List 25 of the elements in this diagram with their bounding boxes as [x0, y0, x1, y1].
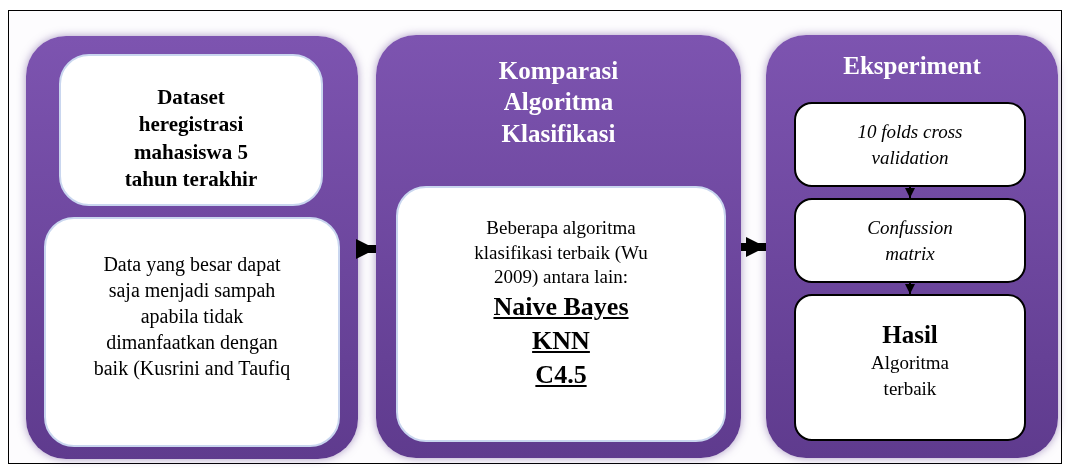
box-text: Algoritma terbaik [869, 351, 951, 401]
process-panel [26, 36, 358, 459]
box-title: Dataset heregistrasi mahasiswa 5 tahun terakhir [123, 84, 259, 193]
box-text: Data yang besar dapat saja menjadi sampah apabila tidak dimanfaatkan dengan baik (Kusrini and Taufiq [92, 252, 292, 381]
algorithm-name: KNN [532, 324, 590, 357]
arrow [741, 237, 766, 257]
arrow [905, 186, 915, 199]
box-text: Beberapa algoritma klasifikasi terbaik (Wu 2009) antara lain: [473, 216, 649, 290]
arrow [356, 239, 376, 259]
process-panel [376, 35, 741, 458]
process-panel [766, 35, 1058, 458]
panel-title: Komparasi Algoritma Klasifikasi [497, 56, 620, 149]
process-box [794, 294, 1026, 441]
panel-title: Eksperiment [843, 51, 981, 81]
algorithm-name: C4.5 [535, 358, 587, 391]
box-text: 10 folds cross validation [856, 119, 964, 170]
arrow [905, 282, 915, 295]
process-box [396, 186, 726, 442]
process-box [59, 54, 323, 206]
box-title: Hasil [882, 320, 938, 350]
box-text: Confussion matrix [866, 215, 954, 266]
process-box [794, 198, 1026, 283]
algorithm-name: Naive Bayes [493, 291, 629, 324]
process-box [794, 102, 1026, 187]
process-box [44, 217, 340, 447]
